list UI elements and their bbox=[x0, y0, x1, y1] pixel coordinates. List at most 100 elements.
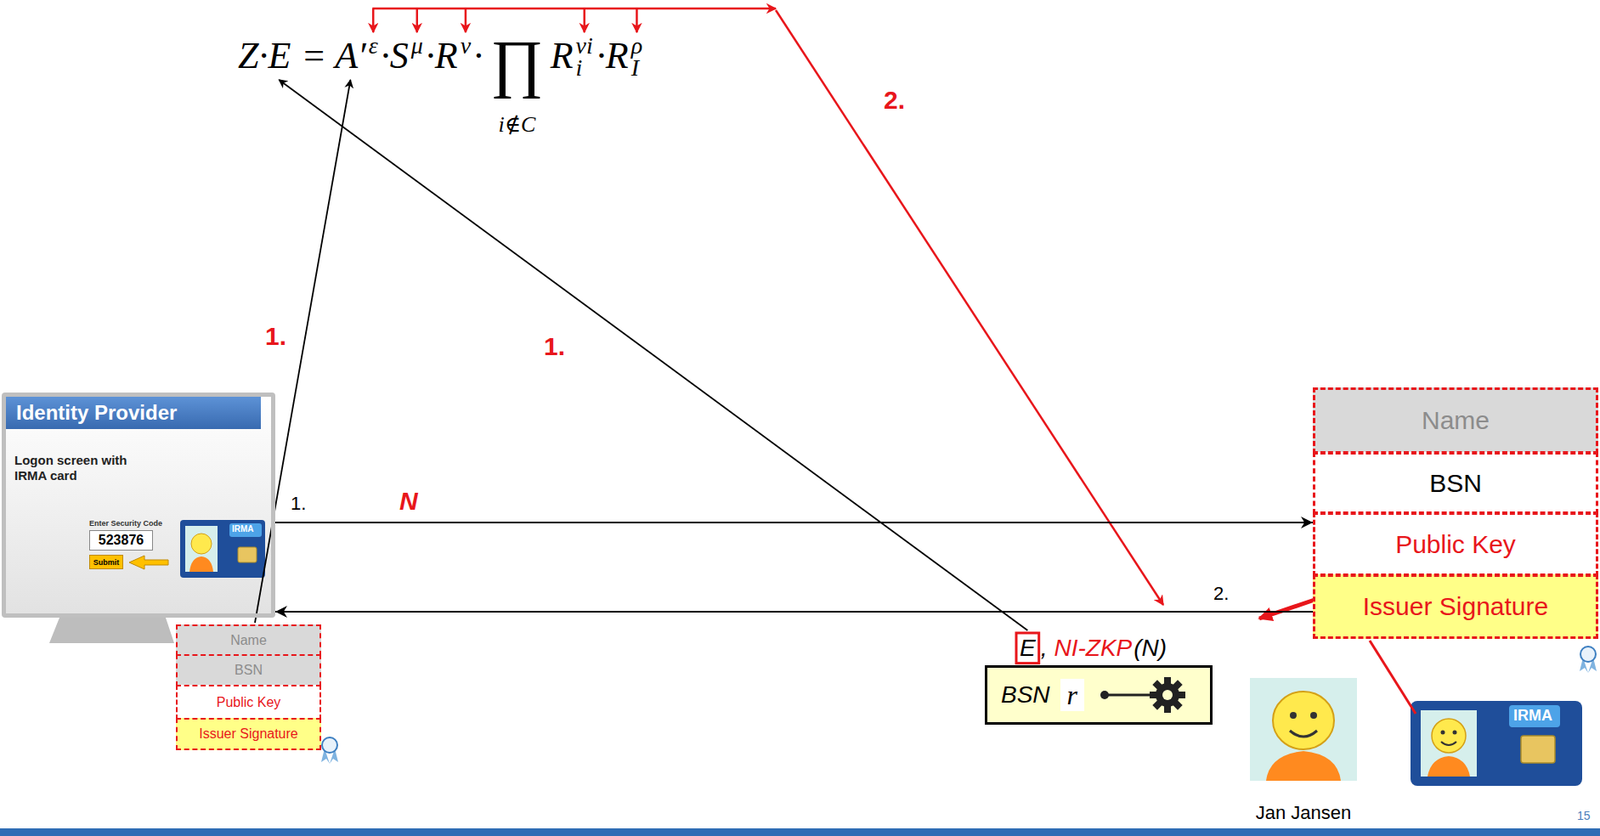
attribute-row: BSN bbox=[1312, 452, 1599, 515]
attribute-label: BSN bbox=[234, 662, 263, 679]
footer-bar bbox=[0, 828, 1600, 836]
attribute-label: Public Key bbox=[1395, 530, 1516, 560]
seal-icon bbox=[321, 737, 339, 764]
step-number: 2. bbox=[1213, 582, 1229, 605]
attribute-label: Issuer Signature bbox=[1362, 592, 1549, 622]
formula-term: νi bbox=[576, 33, 594, 58]
card-logo: IRMA bbox=[1513, 706, 1553, 726]
irma-card-icon bbox=[180, 520, 266, 578]
person-eye bbox=[1289, 712, 1297, 719]
attribute-label: Issuer Signature bbox=[198, 726, 299, 742]
formula-term: = bbox=[303, 37, 325, 75]
exponent-arrow bbox=[582, 8, 586, 33]
seal-disc bbox=[322, 737, 338, 753]
exponent-arrow bbox=[416, 8, 419, 33]
attribute-label: Name bbox=[1421, 406, 1490, 436]
gear-icon bbox=[1149, 677, 1186, 713]
card-body bbox=[1410, 701, 1583, 786]
proof-arrow bbox=[775, 10, 1164, 605]
security-code-box: 523876 bbox=[89, 530, 153, 551]
screen-header: Identity Provider bbox=[5, 396, 261, 430]
card-photo bbox=[1420, 710, 1477, 777]
attribute-label: BSN bbox=[1429, 469, 1482, 498]
key-stem bbox=[1104, 694, 1153, 697]
page-number: 15 bbox=[1577, 808, 1591, 824]
card-face bbox=[191, 533, 212, 555]
proof-message: NI-ZKP bbox=[1053, 633, 1132, 663]
attribute-row: Name bbox=[1312, 387, 1599, 454]
message-label: N bbox=[399, 486, 419, 517]
formula-term: ε bbox=[368, 33, 379, 58]
card-logo-tag bbox=[229, 523, 262, 538]
card-body-figure bbox=[189, 556, 214, 572]
formula: Z·E=A′ε·Sμ·Rν·∏i∉CRνii·RρI bbox=[237, 37, 884, 148]
formula-term: R bbox=[550, 37, 574, 75]
highlight-box bbox=[1016, 633, 1040, 664]
person-icon bbox=[1249, 678, 1357, 781]
irma-card-icon bbox=[1410, 701, 1583, 786]
formula-term: i∉C bbox=[498, 113, 537, 136]
proof-message: E bbox=[1019, 633, 1036, 663]
proof-message: (N) bbox=[1133, 633, 1167, 663]
screen-heading: Logon screen with IRMA card bbox=[14, 452, 151, 484]
formula-term: ·R bbox=[425, 37, 458, 75]
card-logo-tag bbox=[1509, 705, 1561, 728]
step-number: 1. bbox=[543, 331, 566, 362]
gear-ring bbox=[1155, 683, 1180, 707]
person-body bbox=[1266, 751, 1341, 781]
formula-term: ρ bbox=[631, 33, 643, 58]
card-eye bbox=[1453, 730, 1458, 735]
secret-key-box: BSN r bbox=[984, 665, 1213, 725]
formula-term: μ bbox=[411, 33, 424, 58]
attribute-label: Public Key bbox=[216, 695, 282, 711]
formula-term: Z·E bbox=[237, 37, 291, 75]
card-link-line bbox=[1369, 640, 1416, 714]
monitor-stand bbox=[49, 617, 175, 644]
seal-icon bbox=[1579, 646, 1597, 673]
attribute-row: Issuer Signature bbox=[175, 718, 322, 751]
card-face bbox=[1431, 718, 1466, 753]
formula-term: ·S bbox=[380, 37, 409, 75]
field-label: Enter Security Code bbox=[89, 519, 163, 529]
step-number: 1. bbox=[265, 321, 287, 352]
person-smile bbox=[1289, 730, 1318, 737]
formula-term: A′ bbox=[334, 37, 367, 75]
step-number: 2. bbox=[883, 84, 905, 116]
monitor-screen bbox=[5, 396, 272, 614]
key-link-curve bbox=[1322, 525, 1377, 568]
person-face bbox=[1272, 691, 1335, 750]
security-code: 523876 bbox=[98, 532, 144, 549]
formula-term: ∏ bbox=[490, 30, 544, 96]
card-chip bbox=[237, 547, 257, 563]
secret-key: r bbox=[1060, 678, 1085, 712]
exponent-arrow bbox=[464, 8, 468, 33]
seal-disc bbox=[1580, 646, 1596, 662]
card-body-figure bbox=[1427, 756, 1470, 777]
person-eye bbox=[1310, 712, 1318, 719]
card-logo: IRMA bbox=[231, 524, 255, 535]
card-body bbox=[180, 520, 266, 578]
proof-message: , bbox=[1040, 633, 1048, 663]
submit-button: Submit bbox=[89, 554, 124, 570]
gear-hole bbox=[1162, 689, 1173, 701]
identity-provider-screen: 523876Submit Identity ProviderLogon scree… bbox=[1, 392, 276, 618]
signature-pointer-arrow bbox=[1259, 599, 1315, 619]
exponent-arrow bbox=[635, 8, 639, 33]
attribute-row: Public Key bbox=[175, 684, 322, 720]
attribute-name: BSN bbox=[1000, 681, 1051, 709]
attribute-row: Public Key bbox=[1312, 512, 1599, 577]
formula-term: ·R bbox=[596, 37, 629, 75]
card-smile bbox=[1441, 741, 1457, 746]
collect-arrow bbox=[372, 7, 776, 11]
formula-term: i bbox=[576, 56, 583, 80]
key-box-fill bbox=[986, 667, 1211, 724]
formula-arrows bbox=[372, 8, 1164, 605]
card-eye bbox=[1441, 730, 1446, 735]
attribute-row: BSN bbox=[175, 654, 322, 687]
attribute-row: Issuer Signature bbox=[1312, 574, 1599, 639]
message-arrow bbox=[275, 521, 1313, 524]
person-name: Jan Jansen bbox=[1255, 802, 1352, 825]
card-photo bbox=[185, 525, 218, 572]
